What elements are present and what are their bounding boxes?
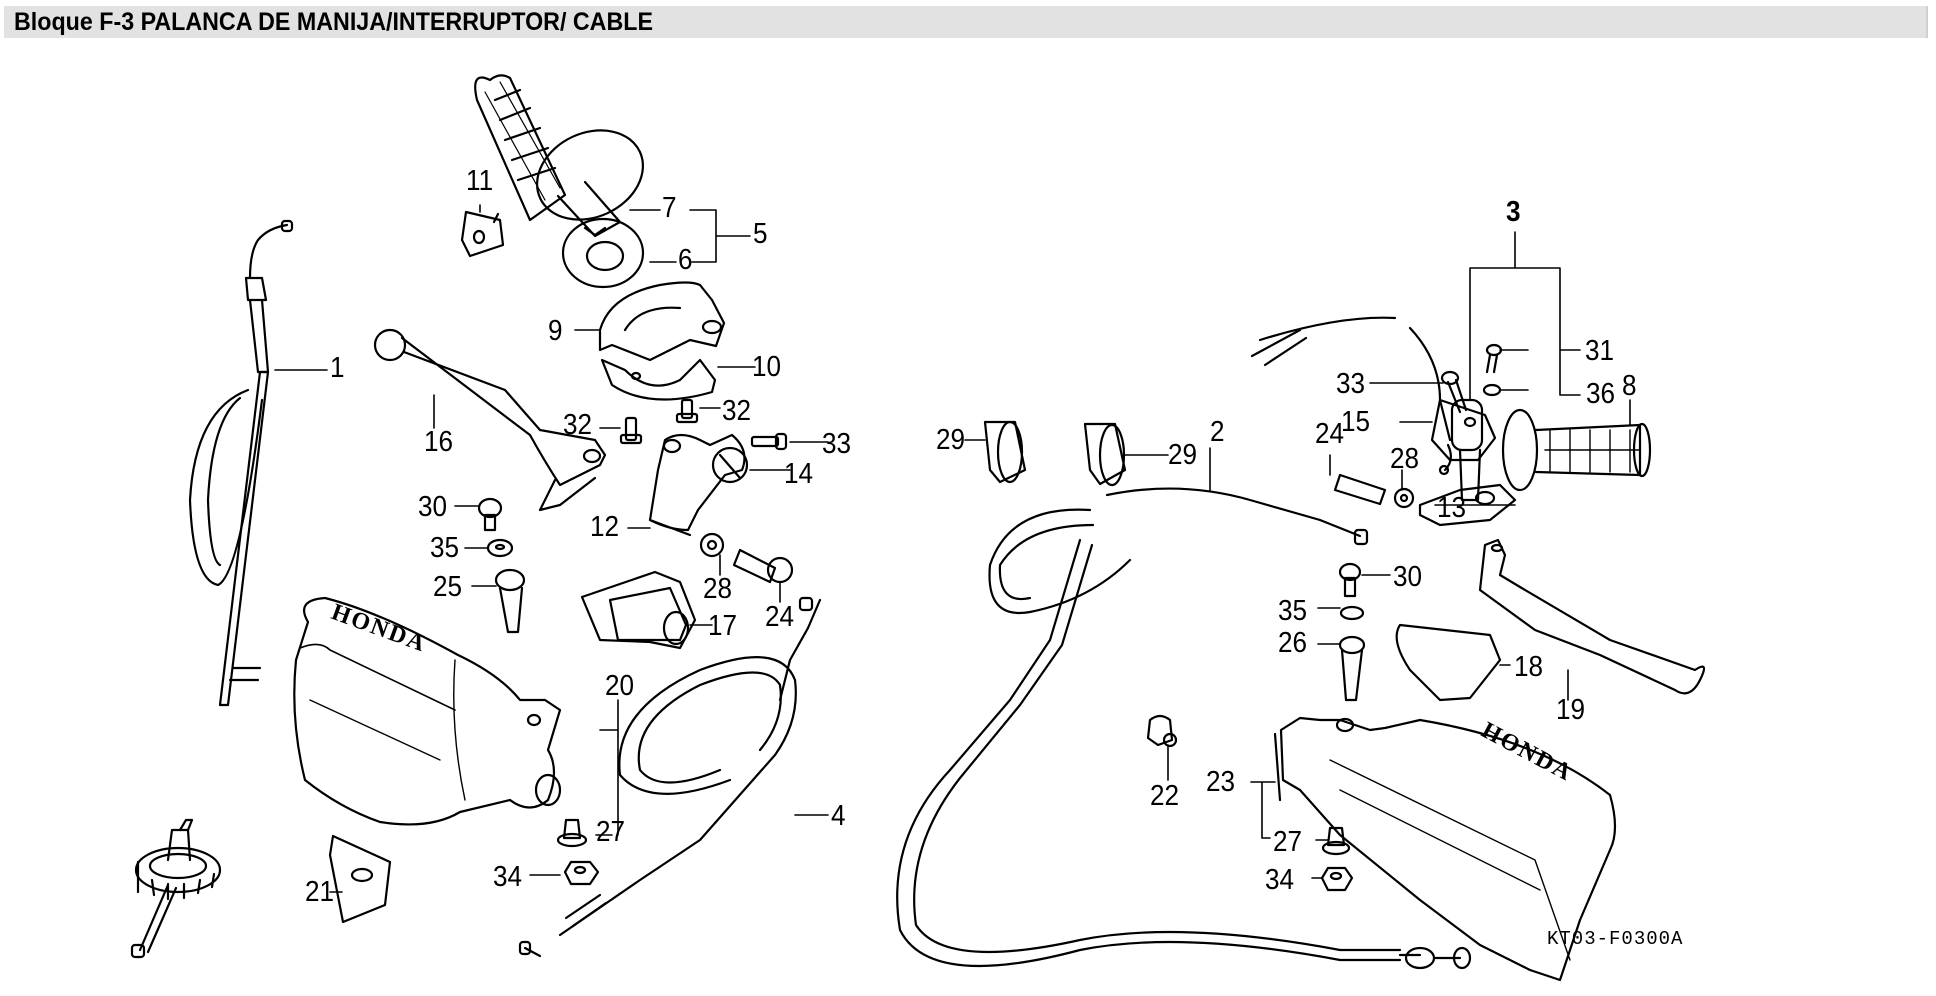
part-29-band: [1083, 422, 1127, 487]
part-8-left-grip: [1501, 408, 1652, 492]
callout-31: 31: [1585, 335, 1615, 367]
callout-17: 17: [708, 610, 738, 642]
part-28-nut: [699, 532, 725, 558]
part-7-throttle-grip: [474, 74, 645, 238]
callout-10: 10: [752, 351, 782, 383]
brand-mark-honda-left: HONDA: [328, 599, 430, 657]
part-33-bolt: [1440, 370, 1468, 414]
part-32-screw: [675, 398, 699, 424]
part-21-guard-plate: [328, 834, 392, 924]
callout-4: 4: [831, 800, 846, 832]
part-27-collar: [556, 818, 588, 848]
callout-33-right: 33: [1336, 368, 1366, 400]
callout-24: 24: [765, 601, 795, 633]
part-30-pivot-bolt: [477, 497, 503, 532]
callout-22: 22: [1150, 780, 1180, 812]
part-6-grip-flange: [561, 217, 645, 289]
diagram-code: KT03-F0300A: [1547, 928, 1684, 950]
part-11-cable-guide: [460, 210, 505, 258]
part-10-throttle-housing-lower: [600, 358, 717, 401]
part-16-clutch-lever: [373, 328, 607, 512]
callout-28-right: 28: [1390, 443, 1420, 475]
part-32-screw: [619, 416, 643, 445]
callout-6: 6: [678, 244, 693, 276]
part-24-adjuster: [732, 548, 794, 584]
part-19-brake-lever: [1478, 538, 1706, 695]
part-9-throttle-housing: [598, 281, 726, 362]
title-bar: Bloque F-3 PALANCA DE MANIJA/INTERRUPTOR…: [4, 6, 1928, 38]
callout-21: 21: [305, 876, 335, 908]
callout-33: 33: [822, 428, 852, 460]
part-27-collar: [1321, 826, 1351, 856]
callout-13: 13: [1437, 492, 1467, 524]
diagram-title: Bloque F-3 PALANCA DE MANIJA/INTERRUPTOR…: [14, 8, 653, 36]
part-20-hand-guard-left: HONDA: [293, 596, 562, 826]
part-3-engine-stop-switch: [1250, 316, 1484, 502]
callout-5: 5: [753, 218, 768, 250]
callout-19: 19: [1556, 694, 1586, 726]
part-28-nut: [1393, 487, 1415, 509]
part-13-bracket-lower: [1418, 483, 1517, 527]
part-31-screw: [1485, 343, 1503, 374]
part-14-clamp: [711, 446, 749, 484]
callout-8: 8: [1622, 370, 1637, 402]
part-26-pivot-bolt: [1338, 635, 1366, 702]
callout-30-right: 30: [1393, 561, 1423, 593]
part-22-cable-clip: [1146, 714, 1178, 748]
part-34-nut: [1320, 866, 1354, 892]
callout-23: 23: [1206, 766, 1236, 798]
part-34-nut: [563, 860, 600, 886]
callout-15: 15: [1341, 406, 1371, 438]
part-1-throttle-cable: [130, 219, 294, 959]
callout-25: 25: [433, 571, 463, 603]
part-29-band: [983, 420, 1027, 484]
callout-18: 18: [1514, 651, 1544, 683]
part-12-lever-bracket: [648, 433, 746, 537]
callout-27: 27: [596, 816, 626, 848]
callout-14: 14: [784, 458, 814, 490]
callout-7: 7: [662, 192, 677, 224]
callout-11: 11: [466, 165, 494, 197]
callout-9: 9: [548, 315, 563, 347]
part-2-cable: [896, 487, 1472, 970]
callout-29-right: 29: [1168, 439, 1198, 471]
part-15-bracket-upper: [1430, 398, 1497, 462]
part-35-washer: [486, 538, 514, 558]
callout-12: 12: [590, 511, 620, 543]
callout-24-right: 24: [1315, 418, 1345, 450]
callout-26: 26: [1278, 627, 1308, 659]
part-25-pivot-bolt: [494, 568, 526, 634]
callout-2: 2: [1210, 416, 1225, 448]
part-35-washer: [1339, 605, 1365, 621]
leader-lines: [274, 204, 1631, 893]
callout-1: 1: [330, 352, 345, 384]
callout-32-left: 32: [563, 409, 593, 441]
callout-20: 20: [605, 670, 635, 702]
callout-29-left: 29: [936, 424, 966, 456]
callout-35: 35: [430, 532, 460, 564]
part-18-lever-boot: [1395, 623, 1502, 702]
part-30-pivot-bolt: [1338, 562, 1362, 598]
part-17-lever-boot: [580, 570, 697, 650]
callout-28: 28: [703, 573, 733, 605]
callout-36: 36: [1586, 378, 1616, 410]
part-33-bolt: [750, 432, 788, 451]
part-24-adjuster: [1333, 473, 1387, 506]
callout-16: 16: [424, 426, 454, 458]
callout-35-right: 35: [1278, 595, 1308, 627]
brand-mark-honda-right: HONDA: [1477, 717, 1577, 787]
callout-34: 34: [493, 861, 523, 893]
part-4-clutch-cable: [518, 596, 822, 958]
part-36-washer: [1482, 383, 1502, 397]
callout-32-right: 32: [722, 395, 752, 427]
callout-27-right: 27: [1273, 826, 1303, 858]
callout-30: 30: [418, 491, 448, 523]
callout-34-right: 34: [1265, 864, 1295, 896]
callout-3: 3: [1506, 196, 1521, 228]
